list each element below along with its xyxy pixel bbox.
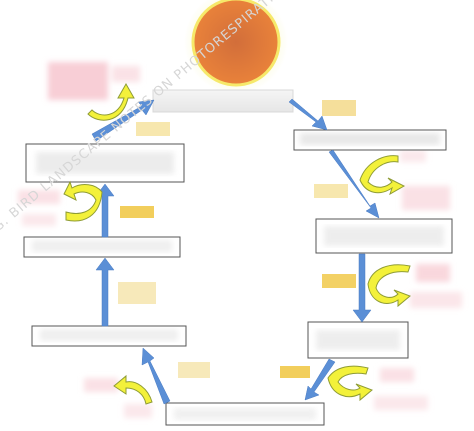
curve-arrow-right1 bbox=[359, 155, 406, 196]
blurred-annotations bbox=[18, 62, 462, 418]
curved-arrows bbox=[63, 82, 411, 405]
label-patches bbox=[118, 100, 356, 378]
arrow-right3-to-bottom bbox=[304, 358, 336, 401]
curve-arrow-bottomleft bbox=[113, 374, 153, 405]
curve-arrow-topleft bbox=[87, 82, 135, 121]
curve-arrow-left1 bbox=[63, 180, 103, 222]
arrow-bottom-to-left3 bbox=[141, 347, 171, 405]
curve-arrow-right2 bbox=[367, 264, 411, 308]
arrow-left3-to-left2 bbox=[95, 257, 115, 327]
arrow-right2-to-right3 bbox=[352, 253, 372, 323]
curve-arrow-right3 bbox=[327, 365, 373, 402]
pathway-arrows bbox=[91, 98, 380, 405]
arrow-top-to-right1 bbox=[288, 98, 328, 131]
arrow-left1-to-top bbox=[91, 99, 155, 142]
diagram-boxes bbox=[23, 89, 453, 426]
arrow-right1-to-right2 bbox=[328, 149, 380, 219]
sun-icon bbox=[184, 0, 288, 94]
box-top bbox=[152, 89, 294, 113]
